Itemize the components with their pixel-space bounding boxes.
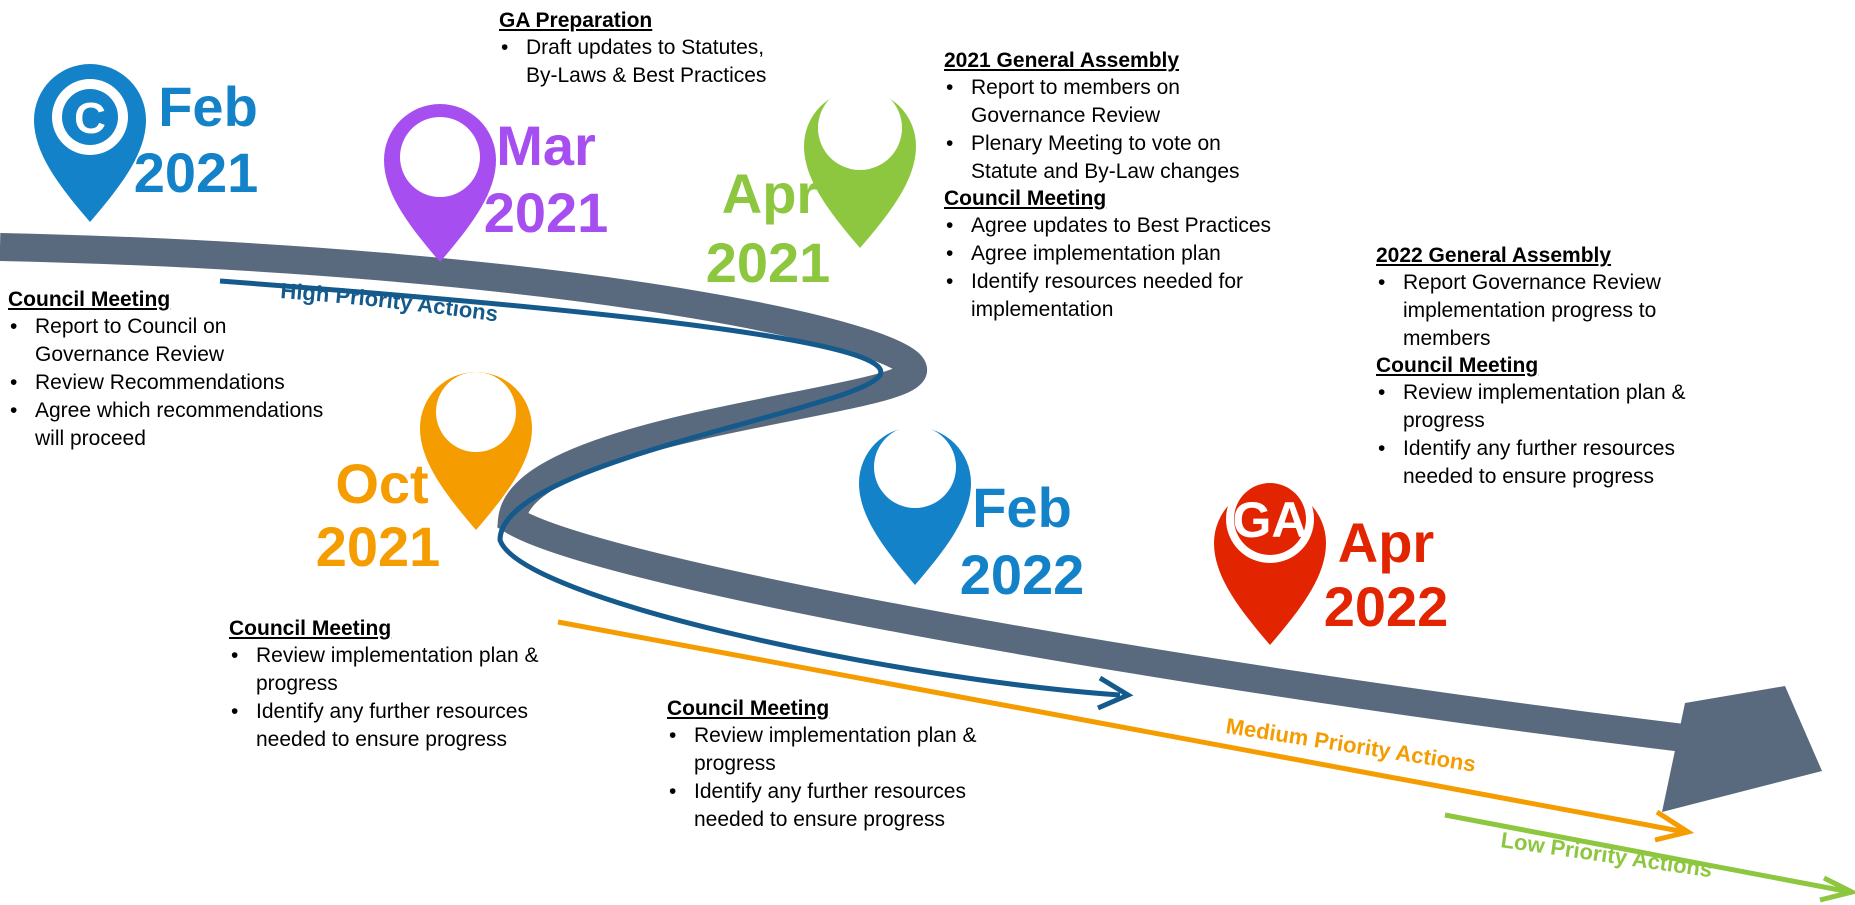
milestone-mar-2021: Mar 2021: [384, 104, 608, 262]
list-item: Identify any further resources needed to…: [1376, 435, 1721, 491]
general-assembly-pin-icon: GA: [804, 86, 916, 248]
date-month: Mar: [496, 114, 596, 177]
svg-text:C: C: [459, 387, 494, 440]
empty-pin-icon: [384, 104, 496, 262]
low-priority-arrowhead: [1819, 875, 1855, 903]
date-month: Feb: [972, 476, 1072, 539]
block-title: 2022 General Assembly: [1376, 244, 1612, 267]
block-subtitle: Council Meeting: [1376, 354, 1539, 377]
high-priority-arrowhead: [1097, 675, 1134, 711]
medium-priority-path: [557, 619, 1686, 835]
list-item: Identify resources needed for implementa…: [944, 268, 1289, 324]
svg-text:C: C: [74, 94, 106, 143]
block-title: 2021 General Assembly: [944, 49, 1180, 72]
milestone-apr-2021: GA Apr 2021: [706, 86, 916, 294]
date-year: 2021: [706, 231, 831, 294]
list-item: Plenary Meeting to vote on Statute and B…: [944, 130, 1289, 186]
list-item: Draft updates to Statutes, By-Laws & Bes…: [499, 34, 779, 90]
council-meeting-feb-2021-block: Council Meeting Report to Council on Gov…: [8, 287, 328, 453]
list-item: Identify any further resources needed to…: [667, 778, 1027, 834]
general-assembly-pin-icon: GA: [1214, 475, 1326, 645]
date-year: 2021: [134, 141, 259, 204]
list-item: Report to members on Governance Review: [944, 74, 1289, 130]
list-item: Review implementation plan & progress: [229, 642, 589, 698]
list-item: Review Recommendations: [8, 369, 328, 397]
high-priority-path: [219, 278, 1121, 698]
council-meeting-feb-2022-block: Council Meeting Review implementation pl…: [667, 696, 1027, 834]
list-item: Report to Council on Governance Review: [8, 313, 328, 369]
general-assembly-2021-block: 2021 General Assembly Report to members …: [944, 48, 1289, 324]
medium-priority-arrowhead: [1654, 809, 1695, 843]
road-path: [0, 233, 1702, 754]
milestone-feb-2021: C Feb 2021: [34, 64, 258, 222]
milestone-feb-2022: C Feb 2022: [859, 426, 1084, 606]
general-assembly-2022-block: 2022 General Assembly Report Governance …: [1376, 243, 1721, 491]
svg-text:GA: GA: [1233, 492, 1308, 548]
block-title: GA Preparation: [499, 9, 653, 32]
block-subtitle: Council Meeting: [944, 187, 1107, 210]
list-item: Agree which recommendations will proceed: [8, 397, 328, 453]
date-month: Oct: [335, 452, 428, 515]
date-month: Apr: [1338, 511, 1434, 574]
date-month: Apr: [722, 162, 818, 225]
date-year: 2022: [1324, 575, 1449, 638]
list-item: Review implementation plan & progress: [667, 722, 1027, 778]
date-year: 2021: [316, 515, 441, 578]
low-priority-path: [1444, 812, 1851, 895]
block-title: Council Meeting: [667, 697, 830, 720]
road-arrowhead: [1662, 686, 1822, 812]
milestone-apr-2022: GA Apr 2022: [1214, 475, 1448, 645]
svg-text:GA: GA: [823, 101, 898, 157]
council-pin-icon: C: [420, 372, 532, 530]
list-item: Identify any further resources needed to…: [229, 698, 589, 754]
list-item: Review implementation plan & progress: [1376, 379, 1721, 435]
council-pin-icon: C: [859, 426, 971, 585]
block-title: Council Meeting: [229, 617, 392, 640]
date-year: 2021: [484, 181, 609, 244]
list-item: Agree updates to Best Practices: [944, 212, 1289, 240]
list-item: Agree implementation plan: [944, 240, 1289, 268]
council-meeting-oct-2021-block: Council Meeting Review implementation pl…: [229, 616, 589, 754]
date-month: Feb: [158, 75, 258, 138]
milestone-oct-2021: C Oct 2021: [316, 372, 532, 578]
date-year: 2022: [960, 543, 1085, 606]
ga-preparation-block: GA Preparation Draft updates to Statutes…: [499, 8, 779, 90]
block-title: Council Meeting: [8, 288, 171, 311]
council-pin-icon: C: [34, 64, 146, 222]
list-item: Report Governance Review implementation …: [1376, 269, 1721, 353]
svg-text:C: C: [898, 442, 933, 495]
